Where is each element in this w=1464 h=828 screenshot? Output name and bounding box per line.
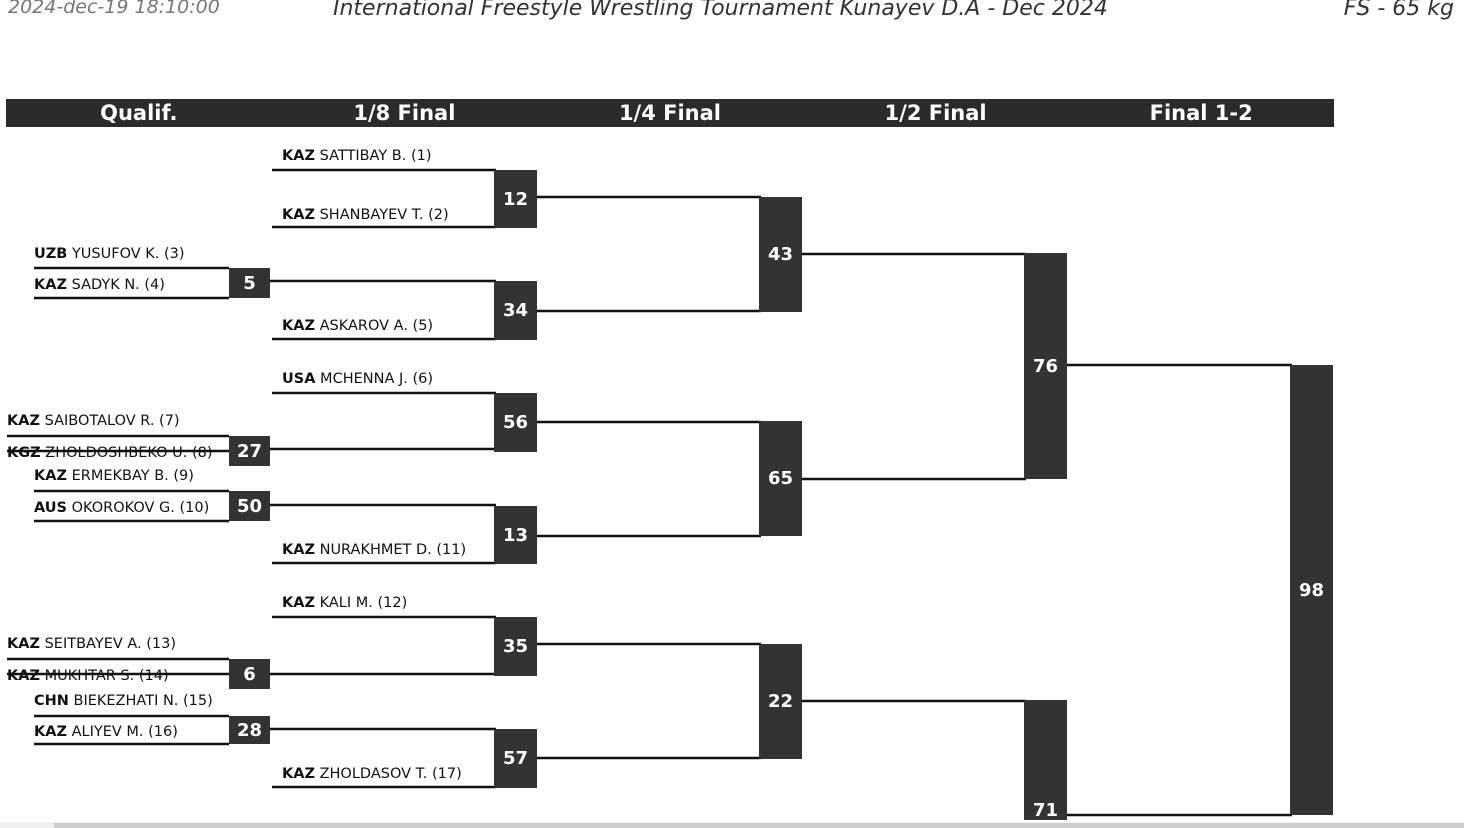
athlete-entry: KAZ ASKAROV A. (5): [282, 318, 433, 335]
athlete-country: UZB: [34, 246, 68, 262]
round-semi-final: 1/2 Final: [884, 101, 987, 125]
horizontal-scrollbar[interactable]: [0, 822, 1464, 828]
athlete-country: KAZ: [34, 468, 67, 484]
athlete-country: KAZ: [7, 413, 40, 429]
athlete-entry: KAZ ZHOLDASOV T. (17): [282, 766, 462, 783]
bout-number-semi[interactable]: 71: [1024, 700, 1067, 820]
athlete-name: YUSUFOV K. (3): [67, 246, 185, 262]
athlete-country: KAZ: [7, 636, 40, 652]
athlete-entry: USA MCHENNA J. (6): [282, 371, 433, 388]
bout-number-semi[interactable]: 76: [1024, 253, 1067, 479]
bout-number-eighth[interactable]: 57: [494, 729, 537, 788]
athlete-entry: KAZ SADYK N. (4): [34, 277, 165, 294]
athlete-name: SATTIBAY B. (1): [314, 148, 432, 164]
round-qualif: Qualif.: [100, 101, 178, 125]
bout-number-eighth[interactable]: 12: [494, 170, 537, 228]
athlete-name: BIEKEZHATI N. (15): [68, 693, 213, 709]
athlete-country: KAZ: [282, 318, 315, 334]
athlete-country: CHN: [34, 693, 69, 709]
athlete-country: AUS: [34, 500, 67, 516]
tournament-title: International Freestyle Wrestling Tourna…: [333, 0, 1108, 21]
athlete-name: SEITBAYEV A. (13): [39, 636, 177, 652]
athlete-country: KAZ: [282, 542, 315, 558]
round-final: Final 1-2: [1149, 101, 1253, 125]
athlete-country: KAZ: [282, 595, 315, 611]
athlete-entry: AUS OKOROKOV G. (10): [34, 500, 209, 517]
bout-number-quarter[interactable]: 43: [759, 197, 802, 312]
athlete-name: NURAKHMET D. (11): [314, 542, 467, 558]
athlete-name: ALIYEV M. (16): [66, 724, 178, 740]
round-eighth-final: 1/8 Final: [353, 101, 456, 125]
bout-number-qualif[interactable]: 6: [229, 659, 270, 689]
bout-number-quarter[interactable]: 22: [759, 644, 802, 759]
athlete-name: ASKAROV A. (5): [314, 318, 434, 334]
bout-number-eighth[interactable]: 56: [494, 393, 537, 452]
bout-number-qualif[interactable]: 5: [229, 268, 270, 298]
bout-number-quarter[interactable]: 65: [759, 421, 802, 536]
athlete-name: MCHENNA J. (6): [315, 371, 434, 387]
athlete-entry: KAZ KALI M. (12): [282, 595, 407, 612]
athlete-entry: CHN BIEKEZHATI N. (15): [34, 693, 213, 710]
athlete-name: ERMEKBAY B. (9): [66, 468, 194, 484]
bout-number-qualif[interactable]: 28: [229, 716, 270, 744]
athlete-name: SAIBOTALOV R. (7): [39, 413, 180, 429]
athlete-country: KAZ: [282, 766, 315, 782]
scrollbar-thumb[interactable]: [54, 823, 1464, 828]
bout-number-qualif[interactable]: 27: [229, 436, 270, 466]
athlete-country: USA: [282, 371, 316, 387]
round-header-bar: Qualif. 1/8 Final 1/4 Final 1/2 Final Fi…: [6, 99, 1334, 127]
athlete-name: ZHOLDASOV T. (17): [314, 766, 462, 782]
bout-number-eighth[interactable]: 35: [494, 617, 537, 676]
weight-category: FS - 65 kg: [1343, 0, 1454, 21]
athlete-country: KAZ: [282, 148, 315, 164]
athlete-name: SADYK N. (4): [66, 277, 165, 293]
athlete-entry: UZB YUSUFOV K. (3): [34, 246, 185, 263]
athlete-entry: KAZ SHANBAYEV T. (2): [282, 207, 449, 224]
athlete-country: KAZ: [34, 724, 67, 740]
athlete-entry: KAZ NURAKHMET D. (11): [282, 542, 466, 559]
athlete-name: OKOROKOV G. (10): [67, 500, 210, 516]
athlete-country: KAZ: [282, 207, 315, 223]
bout-number-eighth[interactable]: 34: [494, 281, 537, 340]
athlete-country: KAZ: [7, 668, 40, 684]
round-quarter-final: 1/4 Final: [618, 101, 722, 125]
athlete-name: MUKHTAR S. (14): [39, 668, 169, 684]
athlete-entry: KGZ ZHOLDOSHBEKO U. (8): [7, 445, 213, 462]
athlete-country: KAZ: [34, 277, 67, 293]
athlete-entry: KAZ MUKHTAR S. (14): [7, 668, 169, 685]
athlete-entry: KAZ ALIYEV M. (16): [34, 724, 178, 741]
athlete-country: KGZ: [7, 445, 41, 461]
athlete-entry: KAZ SATTIBAY B. (1): [282, 148, 432, 165]
bout-number-eighth[interactable]: 13: [494, 506, 537, 564]
athlete-name: SHANBAYEV T. (2): [314, 207, 449, 223]
bout-number-final[interactable]: 98: [1290, 365, 1333, 815]
bout-number-qualif[interactable]: 50: [229, 491, 270, 521]
athlete-entry: KAZ SAIBOTALOV R. (7): [7, 413, 180, 430]
athlete-entry: KAZ SEITBAYEV A. (13): [7, 636, 176, 653]
athlete-name: ZHOLDOSHBEKO U. (8): [40, 445, 213, 461]
athlete-entry: KAZ ERMEKBAY B. (9): [34, 468, 194, 485]
athlete-name: KALI M. (12): [314, 595, 408, 611]
timestamp: 2024-dec-19 18:10:00: [8, 0, 220, 18]
